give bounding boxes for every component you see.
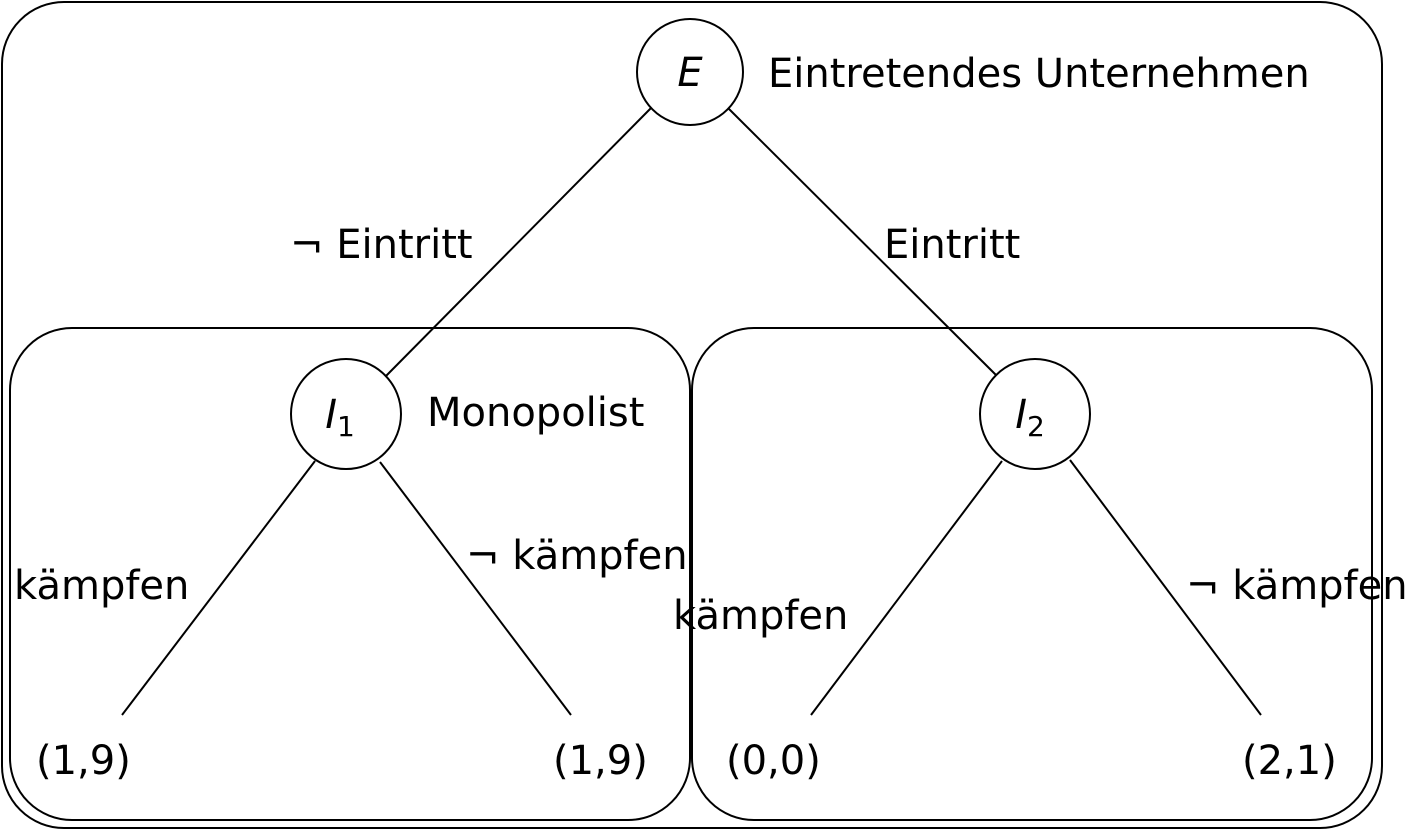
edge-label-no-entry: ¬ Eintritt bbox=[290, 222, 473, 268]
node-incumbent-2-label: I2 bbox=[1015, 392, 1045, 443]
edge-i1-no-fight bbox=[379, 461, 572, 716]
edge-label-i2-fight: kämpfen bbox=[673, 593, 848, 639]
subgame-right-frame bbox=[691, 327, 1373, 821]
subgame-left-frame bbox=[9, 327, 691, 821]
role-label-monopolist: Monopolist bbox=[427, 390, 644, 436]
payoff-i1-fight: (1,9) bbox=[36, 738, 131, 784]
payoff-i1-no-fight: (1,9) bbox=[553, 738, 648, 784]
edge-label-i1-fight: kämpfen bbox=[14, 563, 189, 609]
edge-label-i1-no-fight: ¬ kämpfen bbox=[466, 533, 688, 579]
edge-i2-no-fight bbox=[1069, 459, 1262, 716]
node-incumbent-2-circle bbox=[979, 358, 1091, 470]
node-entrant-circle bbox=[636, 18, 744, 126]
edge-label-i2-no-fight: ¬ kämpfen bbox=[1186, 563, 1408, 609]
node-incumbent-1-circle bbox=[290, 358, 402, 470]
edge-i1-fight bbox=[121, 460, 316, 716]
payoff-i2-fight: (0,0) bbox=[726, 738, 821, 784]
node-incumbent-1-label: I1 bbox=[325, 392, 355, 443]
node-incumbent-2: I2 bbox=[979, 358, 1091, 470]
edge-no-entry bbox=[383, 105, 654, 379]
payoff-i2-no-fight: (2,1) bbox=[1242, 738, 1337, 784]
role-label-entrant: Eintretendes Unternehmen bbox=[768, 51, 1310, 97]
node-incumbent-1: I1 bbox=[290, 358, 402, 470]
edge-entry bbox=[727, 107, 998, 377]
edge-label-entry: Eintritt bbox=[884, 222, 1020, 268]
outer-frame bbox=[1, 1, 1383, 829]
node-entrant-label: E bbox=[677, 50, 703, 96]
node-entrant: E bbox=[636, 18, 744, 126]
edge-i2-fight bbox=[810, 460, 1003, 716]
